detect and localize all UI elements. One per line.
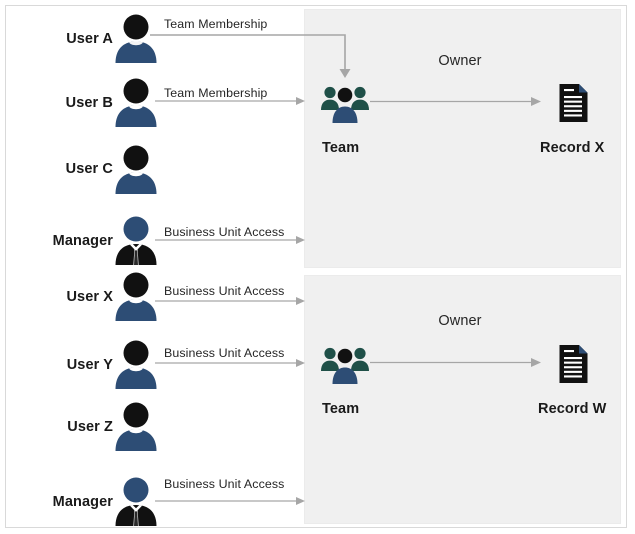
user-icon-user-x bbox=[113, 270, 159, 322]
actor-label-manager-bottom: Manager bbox=[52, 494, 113, 510]
manager-icon-top bbox=[113, 214, 159, 266]
edge-label-user-x: Business Unit Access bbox=[164, 284, 285, 298]
actor-label-user-a: User A bbox=[66, 31, 113, 47]
team-icon-top bbox=[320, 82, 370, 124]
actor-label-user-b: User B bbox=[65, 95, 113, 111]
record-icon-record-x bbox=[558, 83, 589, 123]
ownership-panel-top bbox=[304, 9, 621, 268]
manager-icon-bottom bbox=[113, 475, 159, 527]
record-icon-record-w bbox=[558, 344, 589, 384]
edge-label-manager-top: Business Unit Access bbox=[164, 225, 285, 239]
user-icon-user-c bbox=[113, 143, 159, 195]
edge-label-manager-bottom: Business Unit Access bbox=[164, 477, 285, 491]
record-label-x: Record X bbox=[540, 140, 605, 156]
actor-label-user-y: User Y bbox=[66, 357, 113, 373]
record-label-w: Record W bbox=[538, 401, 607, 417]
owner-label-bottom: Owner bbox=[438, 313, 482, 329]
team-icon-bottom bbox=[320, 343, 370, 385]
user-icon-user-z bbox=[113, 400, 159, 452]
team-label-bottom: Team bbox=[322, 401, 360, 417]
actor-label-user-z: User Z bbox=[67, 419, 113, 435]
user-icon-user-a bbox=[113, 12, 159, 64]
actor-label-manager-top: Manager bbox=[52, 233, 113, 249]
edge-label-user-b: Team Membership bbox=[164, 86, 268, 100]
edge-label-user-y: Business Unit Access bbox=[164, 346, 285, 360]
user-icon-user-y bbox=[113, 338, 159, 390]
edge-label-user-a: Team Membership bbox=[164, 17, 268, 31]
owner-label-top: Owner bbox=[438, 53, 482, 69]
ownership-panel-bottom bbox=[304, 275, 621, 524]
actor-label-user-c: User C bbox=[65, 161, 113, 177]
user-icon-user-b bbox=[113, 76, 159, 128]
team-label-top: Team bbox=[322, 140, 360, 156]
actor-label-user-x: User X bbox=[66, 289, 113, 305]
